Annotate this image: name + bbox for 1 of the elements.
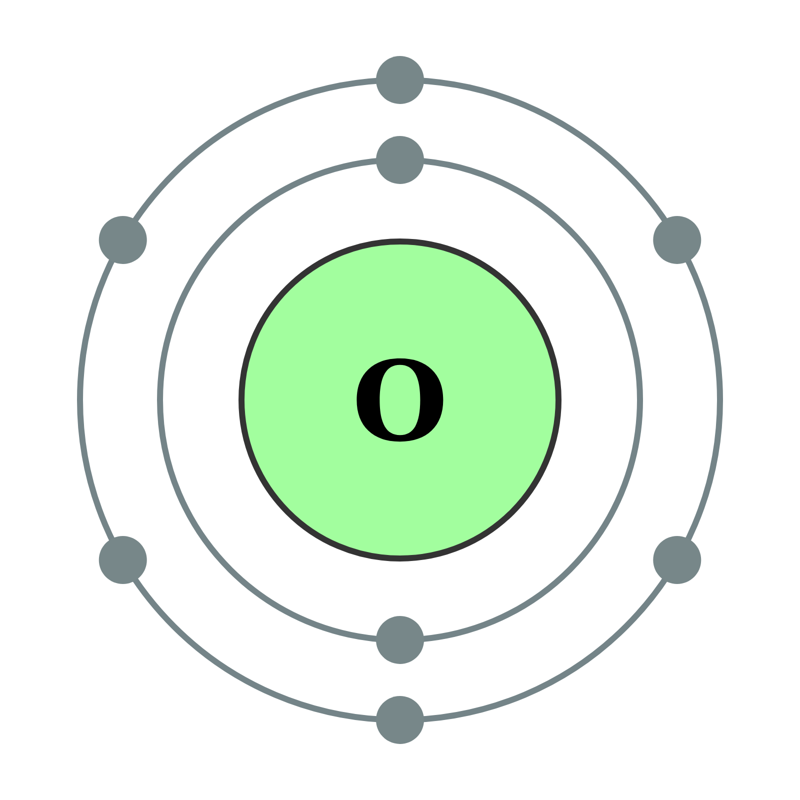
nucleus: O	[238, 238, 562, 562]
